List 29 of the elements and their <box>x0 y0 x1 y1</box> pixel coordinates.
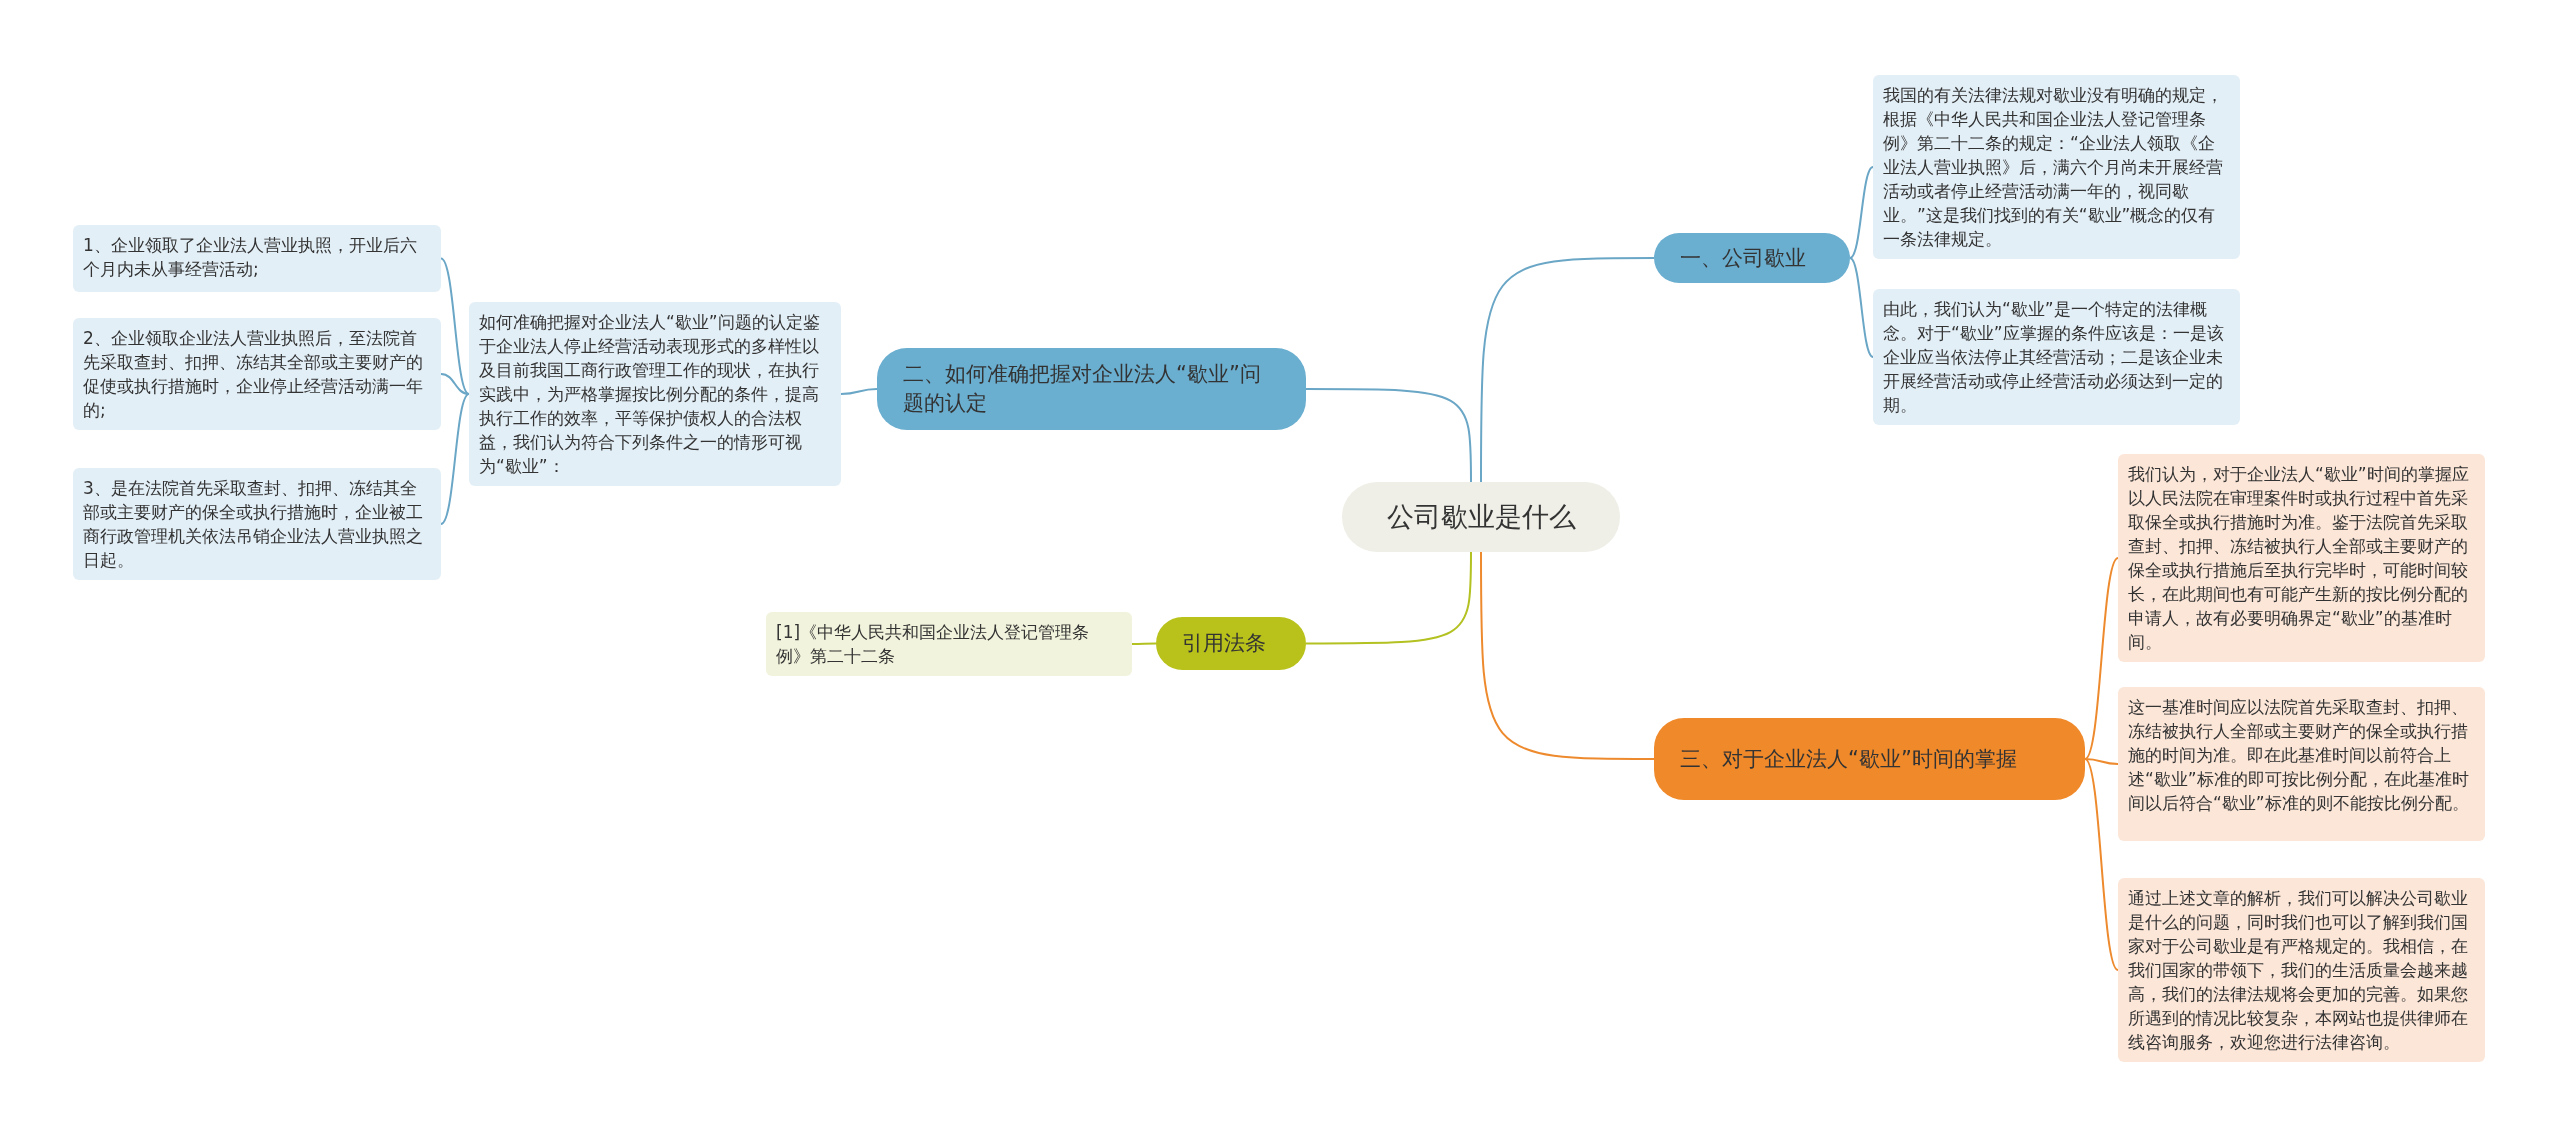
connector <box>2084 557 2119 760</box>
text-note: 如何准确把握对企业法人“歇业”问题的认定鉴于企业法人停止经营活动表现形式的多样性以及目前我国工商行政管理工作的现状，在执行实践中，为严格掌握按比例分配的条件，提高执行工作的效率，平等保护债权人的合法权益，我们认为符合下列条件之一的情形可视为“歇业”： <box>469 302 841 486</box>
text-note: [1]《中华人民共和国企业法人登记管理条例》第二十二条 <box>766 612 1132 676</box>
connector <box>1305 388 1472 483</box>
branch-topic: 三、对于企业法人“歇业”时间的掌握 <box>1654 718 2085 800</box>
branch-topic: 引用法条 <box>1156 617 1306 670</box>
connector <box>440 393 470 525</box>
connector <box>440 257 470 395</box>
connector <box>1305 551 1472 645</box>
branch-topic: 二、如何准确把握对企业法人“歇业”问题的认定 <box>877 348 1306 430</box>
connector <box>1480 257 1655 483</box>
text-note: 2、企业领取企业法人营业执照后，至法院首先采取查封、扣押、冻结其全部或主要财产的促使或执行措施时，企业停止经营活动满一年的; <box>73 318 441 430</box>
text-note: 我国的有关法律法规对歇业没有明确的规定，根据《中华人民共和国企业法人登记管理条例》第二十二条的规定：“企业法人领取《企业法人营业执照》后，满六个月尚未开展经营活动或者停止经营活动满一年的，视同歇业。”这是我们找到的有关“歇业”概念的仅有一条法律规定。 <box>1873 75 2240 259</box>
connector <box>2084 758 2119 765</box>
branch-topic: 一、公司歇业 <box>1654 233 1850 283</box>
text-note: 3、是在法院首先采取查封、扣押、冻结其全部或主要财产的保全或执行措施时，企业被工商行政管理机关依法吊销企业法人营业执照之日起。 <box>73 468 441 580</box>
text-note: 我们认为，对于企业法人“歇业”时间的掌握应以人民法院在审理案件时或执行过程中首先采取保全或执行措施时为准。鉴于法院首先采取查封、扣押、冻结被执行人全部或主要财产的保全或执行措施后至执行完毕时，可能时间较长，在此期间也有可能产生新的按比例分配的申请人，故有必要明确界定“歇业”的基准时间。 <box>2118 454 2485 662</box>
text-note: 这一基准时间应以法院首先采取查封、扣押、冻结被执行人全部或主要财产的保全或执行措施的时间为准。即在此基准时间以前符合上述“歇业”标准的即可按比例分配，在此基准时间以后符合“歇业”标准的则不能按比例分配。 <box>2118 687 2485 841</box>
connector <box>2084 758 2119 971</box>
text-note: 通过上述文章的解析，我们可以解决公司歇业是什么的问题，同时我们也可以了解到我们国家对于公司歇业是有严格规定的。我相信，在我们国家的带领下，我们的生活质量会越来越高，我们的法律法规将会更加的完善。如果您所遇到的情况比较复杂，本网站也提供律师在线咨询服务，欢迎您进行法律咨询。 <box>2118 878 2485 1062</box>
central-topic: 公司歇业是什么 <box>1342 482 1620 552</box>
connector <box>1131 642 1157 645</box>
connector <box>440 373 470 395</box>
text-note: 1、企业领取了企业法人营业执照，开业后六个月内未从事经营活动; <box>73 225 441 292</box>
connector <box>1849 257 1874 358</box>
text-note: 由此，我们认为“歇业”是一个特定的法律概念。对于“歇业”应掌握的条件应该是：一是该企业应当依法停止其经营活动；二是该企业未开展经营活动或停止经营活动必须达到一定的期。 <box>1873 289 2240 425</box>
connector <box>840 388 878 395</box>
connector <box>1849 166 1874 259</box>
connector <box>1480 551 1655 760</box>
